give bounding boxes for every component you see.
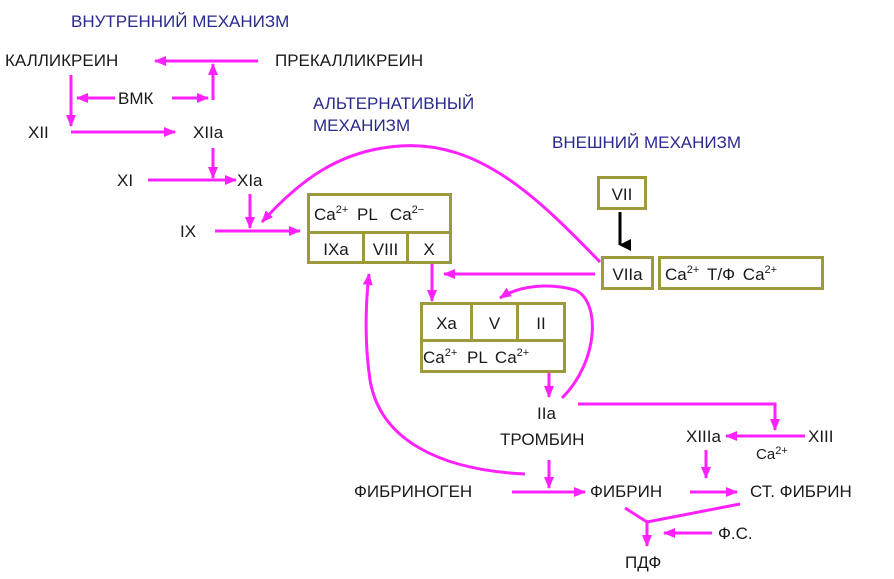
node-fibrin: ФИБРИН <box>590 482 663 501</box>
node-fs: Ф.С. <box>718 524 753 543</box>
cell-viii: VIII <box>372 240 399 259</box>
ca-charge: 2+ <box>686 264 700 276</box>
vii-box: VII <box>597 176 647 210</box>
node-kallikrein: КАЛЛИКРЕИН <box>5 51 119 70</box>
cell-ixa: IXa <box>323 240 349 259</box>
ca-charge: 2+ <box>444 347 458 359</box>
prothrombinase-complex: Xa V II Ca2+ PL Ca2+ <box>420 302 566 373</box>
arrow-iia-xiii <box>578 402 780 431</box>
tissue-factor-text: Ca2+ Т/Ф Ca2+ <box>665 264 821 284</box>
node-ca-xiii: Ca2+ <box>756 445 788 463</box>
node-prekallikrein: ПРЕКАЛЛИКРЕИН <box>275 51 424 70</box>
ca-charge: 2− <box>411 204 425 216</box>
cell-x: X <box>423 240 435 259</box>
ca-label: Ca <box>389 205 412 224</box>
line-fibrin-pdf <box>624 506 648 524</box>
divider <box>470 305 473 340</box>
ca-charge: 2+ <box>764 264 778 276</box>
header-intrinsic: ВНУТРЕННИЙ МЕХАНИЗМ <box>71 12 290 31</box>
pl-label: PL <box>467 348 488 367</box>
node-xiia: XIIa <box>193 123 224 142</box>
ca-label: Ca <box>742 265 765 284</box>
line-stable-pdf <box>646 502 741 524</box>
ca-label: Ca <box>494 348 517 367</box>
node-hmwk: ВМК <box>118 89 154 108</box>
tf-label: Т/Ф <box>707 265 736 284</box>
header-extrinsic: ВНЕШНИЙ МЕХАНИЗМ <box>552 133 742 152</box>
node-xiii: XIII <box>808 427 834 446</box>
cell-v: V <box>488 314 501 333</box>
tissue-factor-complex: Ca2+ Т/Ф Ca2+ <box>658 256 824 290</box>
node-xiiia: XIIIa <box>686 427 721 446</box>
ca-label: Ca <box>314 205 336 224</box>
node-thrombin: ТРОМБИН <box>500 430 585 449</box>
divider <box>310 231 449 234</box>
divider <box>362 231 365 261</box>
ca-label: Ca <box>665 265 687 284</box>
header-alternative-line2: МЕХАНИЗМ <box>313 116 411 135</box>
divider <box>406 231 409 261</box>
prothrombinase-cofactors: Ca2+ PL Ca2+ <box>423 347 563 367</box>
header-alternative-line1: АЛЬТЕРНАТИВНЫЙ <box>313 94 475 113</box>
divider <box>423 339 563 342</box>
viia-box: VIIa <box>601 256 654 290</box>
node-xia: XIa <box>237 171 263 190</box>
arrow-viia-alternative <box>260 144 602 264</box>
node-fibrinogen: ФИБРИНОГЕН <box>354 482 473 501</box>
divider <box>516 305 519 340</box>
tenase-cofactors: Ca2+ PL Ca2− <box>312 204 452 224</box>
arrow-iia-feedback-v <box>499 284 594 400</box>
ca-label: Ca <box>756 446 776 463</box>
node-pdf: ПДФ <box>625 553 662 572</box>
node-xii: XII <box>28 123 49 142</box>
node-viia: VIIa <box>612 265 643 284</box>
node-iia: IIa <box>537 404 556 423</box>
cell-xa: Xa <box>436 314 457 333</box>
cell-ii: II <box>536 314 546 333</box>
node-ix: IX <box>180 222 197 241</box>
ca-label: Ca <box>423 348 445 367</box>
arrow-fibrin-feedback-viii <box>362 273 526 476</box>
ca-charge: 2+ <box>775 445 788 457</box>
node-vii: VII <box>611 185 633 204</box>
pl-label: PL <box>357 205 378 224</box>
tenase-complex: Ca2+ PL Ca2− IXa VIII X <box>307 193 452 264</box>
ca-charge: 2+ <box>516 347 530 359</box>
node-stable-fibrin: СТ. ФИБРИН <box>750 482 852 501</box>
ca-charge: 2+ <box>335 204 349 216</box>
node-xi: XI <box>117 171 134 190</box>
